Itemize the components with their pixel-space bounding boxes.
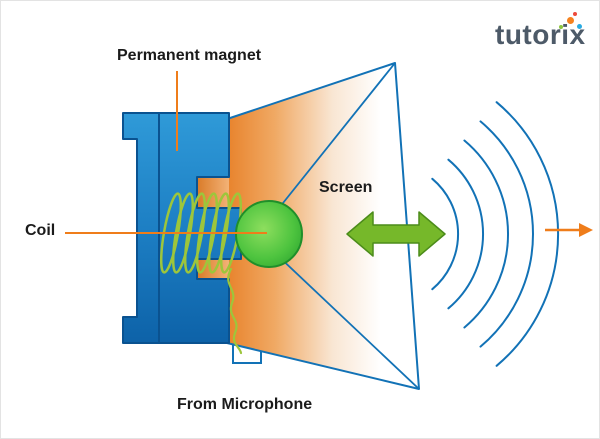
permanent-magnet: [122, 112, 242, 344]
tutorix-logo: tutorix: [495, 19, 586, 51]
microphone-terminal-bracket: [232, 345, 262, 364]
label-coil: Coil: [25, 222, 56, 239]
label-permanent-magnet: Permanent magnet: [117, 47, 262, 64]
logo-dot-red: [573, 12, 577, 16]
sound-direction-arrow: [545, 223, 593, 237]
label-screen: Screen: [319, 179, 373, 196]
logo-dot-orange: [567, 17, 574, 24]
leader-lines: [65, 71, 267, 234]
microphone-wire: [227, 267, 243, 355]
vibration-double-arrow: [346, 211, 446, 257]
tutorix-logo-text: tutorix: [495, 19, 586, 50]
label-from-microphone: From Microphone: [177, 396, 313, 413]
cone-fold-lines: [274, 62, 420, 390]
logo-dot-blue: [577, 24, 582, 29]
sound-waves: [431, 101, 560, 367]
magnet-back-plate: [122, 112, 160, 344]
logo-dot-green: [559, 25, 563, 29]
